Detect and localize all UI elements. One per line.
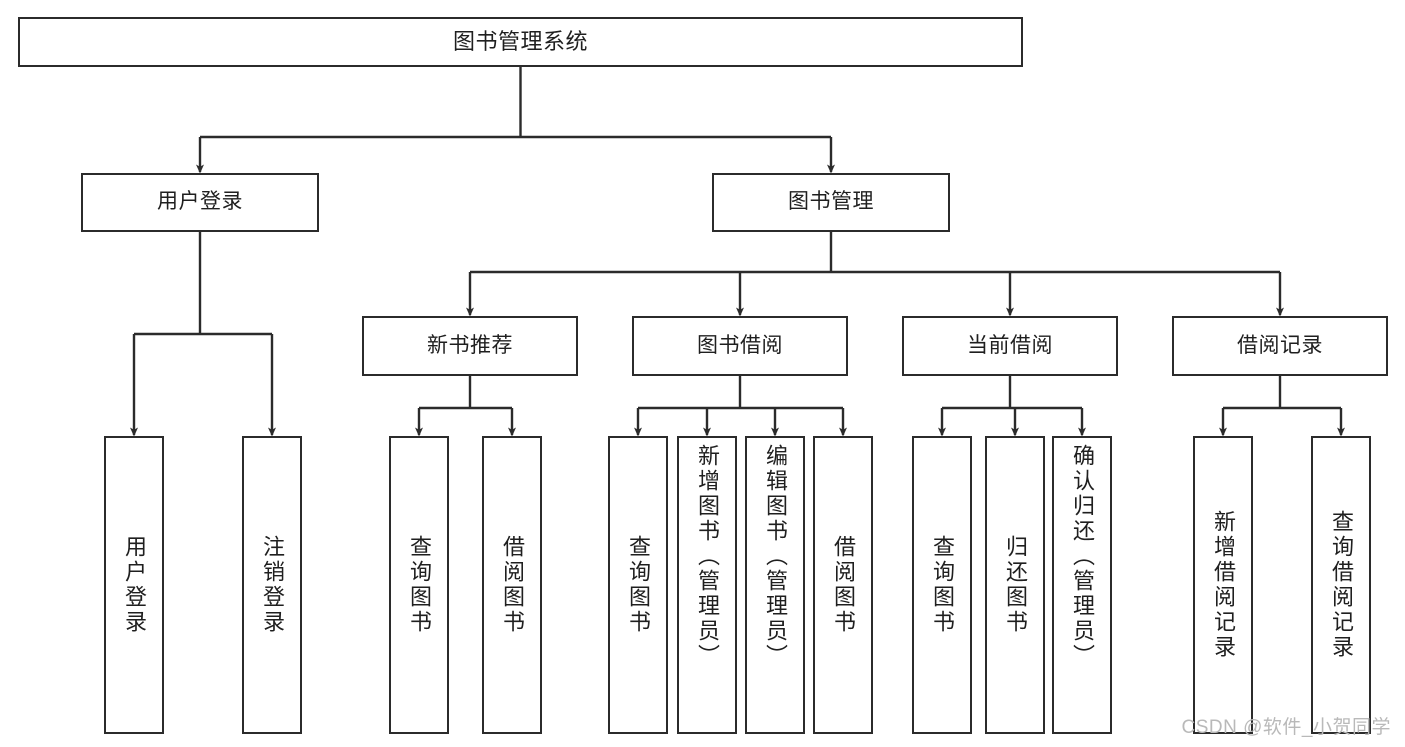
node-user-login[interactable]: 用户登录 <box>81 173 319 232</box>
node-label-leaf-edit-book: 编辑图书（管理员） <box>763 444 788 669</box>
node-book-manage[interactable]: 图书管理 <box>712 173 950 232</box>
node-label-current-borrow: 当前借阅 <box>967 333 1053 357</box>
node-label-leaf-user-login: 用户登录 <box>122 535 147 635</box>
node-leaf-user-login[interactable]: 用户登录 <box>104 436 164 734</box>
node-label-leaf-confirm-return: 确认归还（管理员） <box>1070 444 1095 669</box>
node-label-borrow-record: 借阅记录 <box>1237 333 1323 357</box>
node-leaf-borrow-book-1[interactable]: 借阅图书 <box>482 436 542 734</box>
node-leaf-borrow-book-2[interactable]: 借阅图书 <box>813 436 873 734</box>
node-borrow-record[interactable]: 借阅记录 <box>1172 316 1388 376</box>
node-leaf-return-book[interactable]: 归还图书 <box>985 436 1045 734</box>
node-label-root: 图书管理系统 <box>452 29 588 55</box>
node-leaf-confirm-return[interactable]: 确认归还（管理员） <box>1052 436 1112 734</box>
node-leaf-query-book-2[interactable]: 查询图书 <box>608 436 668 734</box>
node-book-borrow[interactable]: 图书借阅 <box>632 316 848 376</box>
node-leaf-add-record[interactable]: 新增借阅记录 <box>1193 436 1253 734</box>
node-new-book-rec[interactable]: 新书推荐 <box>362 316 578 376</box>
node-leaf-edit-book[interactable]: 编辑图书（管理员） <box>745 436 805 734</box>
node-root[interactable]: 图书管理系统 <box>18 17 1023 67</box>
node-leaf-add-book[interactable]: 新增图书（管理员） <box>677 436 737 734</box>
node-leaf-query-book-3[interactable]: 查询图书 <box>912 436 972 734</box>
node-label-leaf-query-book-2: 查询图书 <box>626 535 651 635</box>
node-leaf-query-record[interactable]: 查询借阅记录 <box>1311 436 1371 734</box>
node-leaf-query-book-1[interactable]: 查询图书 <box>389 436 449 734</box>
node-label-leaf-borrow-book-2: 借阅图书 <box>831 535 856 635</box>
node-label-leaf-query-book-3: 查询图书 <box>930 535 955 635</box>
node-label-leaf-logout: 注销登录 <box>260 535 285 635</box>
node-label-leaf-add-book: 新增图书（管理员） <box>695 444 720 669</box>
node-label-leaf-return-book: 归还图书 <box>1003 535 1028 635</box>
node-label-leaf-borrow-book-1: 借阅图书 <box>500 535 525 635</box>
node-label-leaf-query-book-1: 查询图书 <box>407 535 432 635</box>
node-label-book-manage: 图书管理 <box>788 190 874 214</box>
node-leaf-logout[interactable]: 注销登录 <box>242 436 302 734</box>
node-label-book-borrow: 图书借阅 <box>697 333 783 357</box>
node-current-borrow[interactable]: 当前借阅 <box>902 316 1118 376</box>
node-label-new-book-rec: 新书推荐 <box>427 333 513 357</box>
node-label-leaf-query-record: 查询借阅记录 <box>1329 510 1354 660</box>
node-label-user-login: 用户登录 <box>157 190 243 214</box>
node-label-leaf-add-record: 新增借阅记录 <box>1211 510 1236 660</box>
